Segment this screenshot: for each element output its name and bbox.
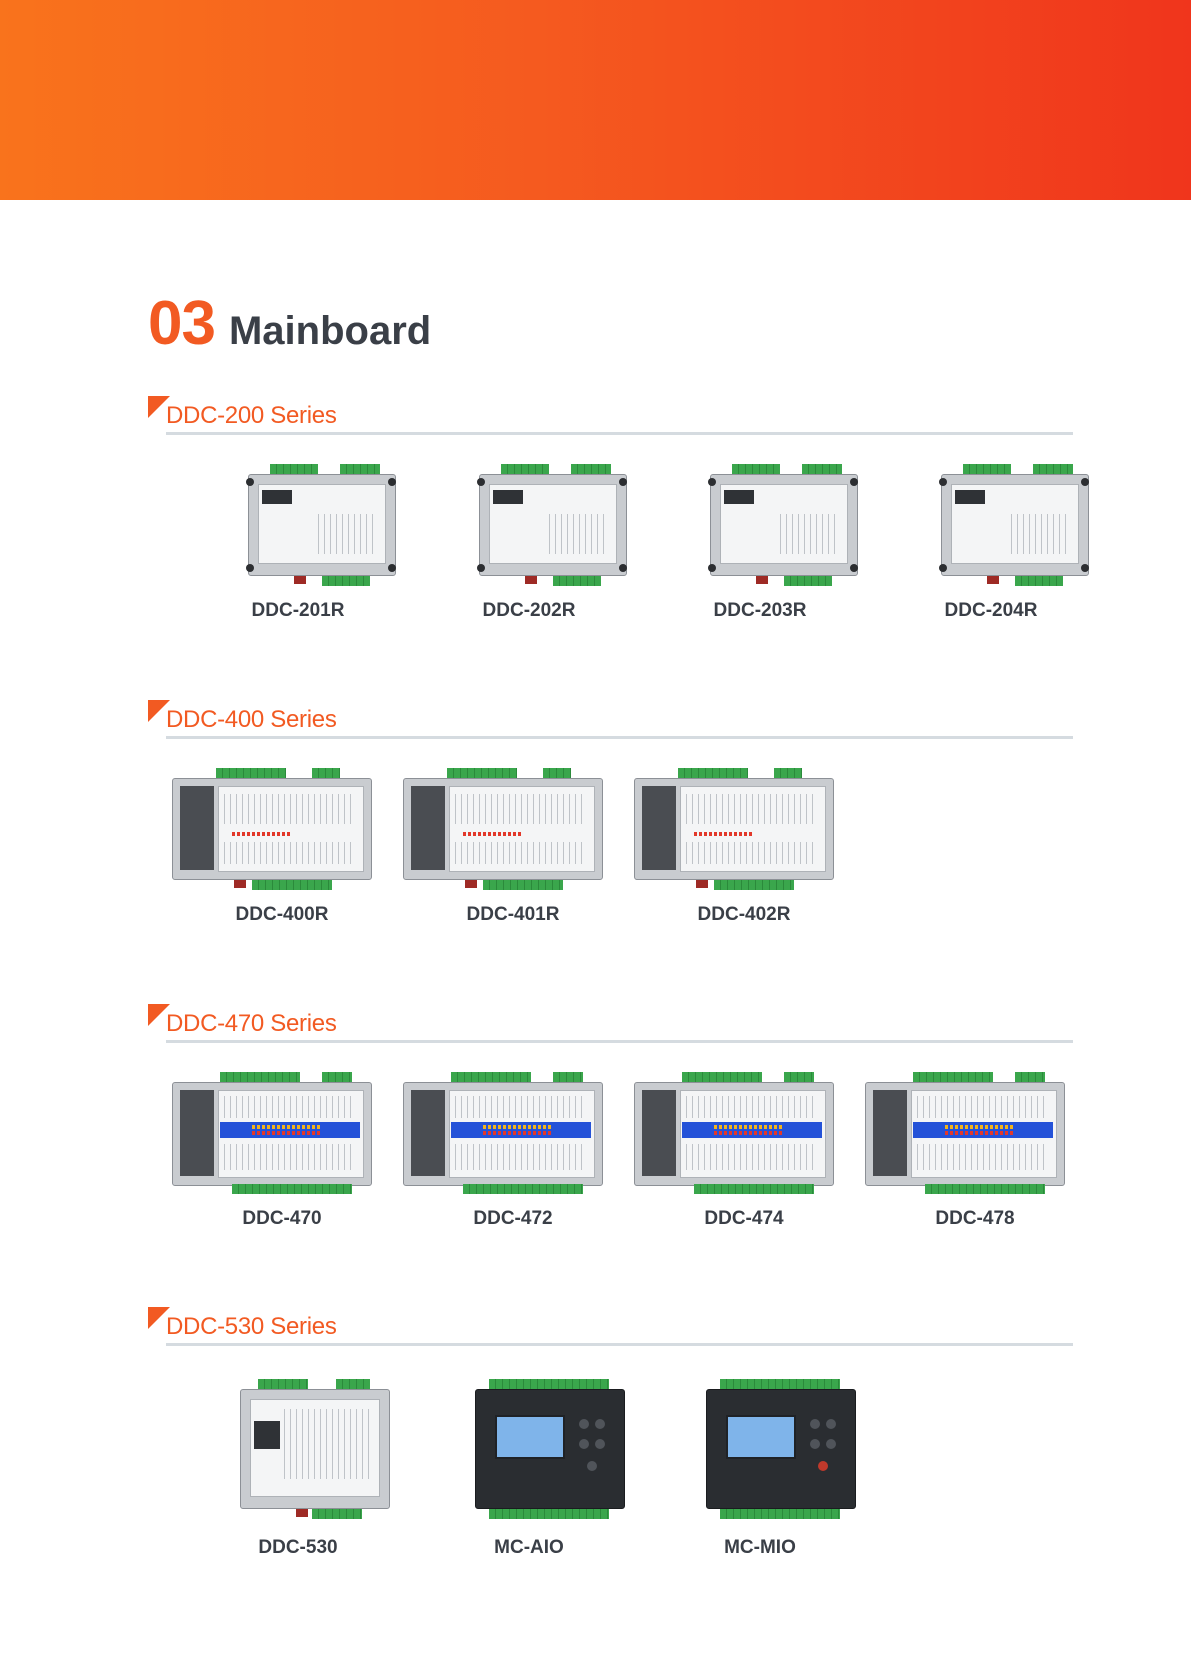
product-grid: DDC-400R DDC-401R bbox=[148, 768, 1073, 938]
product-card: DDC-470 bbox=[172, 1072, 392, 1242]
device-image bbox=[246, 464, 396, 588]
section-ddc-200: DDC-200 Series DDC-201R bbox=[148, 392, 1089, 621]
product-card: DDC-402R bbox=[634, 768, 854, 938]
section-title: DDC-400 Series bbox=[166, 706, 337, 733]
product-name: DDC-478 bbox=[935, 1208, 1015, 1229]
product-card: DDC-400R bbox=[172, 768, 392, 938]
section-title: DDC-200 Series bbox=[166, 402, 337, 429]
chapter-number: 03 bbox=[148, 289, 216, 358]
device-image bbox=[172, 768, 372, 892]
device-image bbox=[240, 1379, 390, 1523]
product-grid: DDC-530 MC-AIO bbox=[148, 1379, 1073, 1558]
product-name: DDC-201R bbox=[251, 600, 345, 621]
corner-marker-icon bbox=[148, 700, 170, 722]
product-card: DDC-472 bbox=[403, 1072, 623, 1242]
device-image bbox=[403, 768, 603, 892]
device-image bbox=[939, 464, 1089, 588]
section-header: DDC-200 Series bbox=[148, 392, 1073, 442]
section-title: DDC-530 Series bbox=[166, 1313, 337, 1340]
product-card: DDC-530 bbox=[188, 1379, 408, 1569]
section-divider bbox=[166, 1040, 1073, 1043]
product-card: DDC-203R bbox=[650, 464, 870, 634]
product-name: DDC-472 bbox=[473, 1208, 553, 1229]
device-image bbox=[634, 1072, 834, 1196]
section-header: DDC-400 Series bbox=[148, 696, 1073, 746]
product-grid: DDC-201R DDC-202R bbox=[148, 464, 1089, 634]
header-banner bbox=[0, 0, 1191, 200]
device-image bbox=[708, 464, 858, 588]
product-card: DDC-474 bbox=[634, 1072, 854, 1242]
product-name: DDC-204R bbox=[944, 600, 1038, 621]
device-image bbox=[477, 464, 627, 588]
device-image bbox=[172, 1072, 372, 1196]
product-name: DDC-474 bbox=[704, 1208, 784, 1229]
section-ddc-470: DDC-470 Series DDC-470 bbox=[148, 1000, 1073, 1229]
section-header: DDC-470 Series bbox=[148, 1000, 1073, 1050]
product-card: MC-MIO bbox=[650, 1379, 870, 1569]
section-divider bbox=[166, 736, 1073, 739]
product-card: DDC-401R bbox=[403, 768, 623, 938]
product-card: DDC-478 bbox=[865, 1072, 1085, 1242]
device-image bbox=[475, 1379, 625, 1523]
section-ddc-400: DDC-400 Series DDC-400R bbox=[148, 696, 1073, 925]
section-divider bbox=[166, 432, 1073, 435]
product-name: DDC-203R bbox=[713, 600, 807, 621]
product-name: MC-MIO bbox=[724, 1537, 796, 1558]
product-grid: DDC-470 DDC-472 bbox=[148, 1072, 1073, 1242]
product-name: DDC-470 bbox=[242, 1208, 322, 1229]
product-name: DDC-402R bbox=[697, 904, 791, 925]
section-header: DDC-530 Series bbox=[148, 1303, 1073, 1353]
corner-marker-icon bbox=[148, 396, 170, 418]
product-card: DDC-202R bbox=[419, 464, 639, 634]
page-title: 03 Mainboard bbox=[148, 288, 431, 360]
product-name: MC-AIO bbox=[494, 1537, 564, 1558]
product-name: DDC-401R bbox=[466, 904, 560, 925]
device-image bbox=[706, 1379, 856, 1523]
product-card: DDC-204R bbox=[881, 464, 1101, 634]
product-name: DDC-530 bbox=[258, 1537, 338, 1558]
product-card: DDC-201R bbox=[188, 464, 408, 634]
chapter-title: Mainboard bbox=[228, 309, 432, 353]
device-image bbox=[634, 768, 834, 892]
product-card: MC-AIO bbox=[419, 1379, 639, 1569]
product-name: DDC-202R bbox=[482, 600, 576, 621]
section-divider bbox=[166, 1343, 1073, 1346]
device-image bbox=[403, 1072, 603, 1196]
device-image bbox=[865, 1072, 1065, 1196]
section-title: DDC-470 Series bbox=[166, 1010, 337, 1037]
corner-marker-icon bbox=[148, 1004, 170, 1026]
section-ddc-530: DDC-530 Series DDC-530 bbox=[148, 1303, 1073, 1558]
product-name: DDC-400R bbox=[235, 904, 329, 925]
corner-marker-icon bbox=[148, 1307, 170, 1329]
